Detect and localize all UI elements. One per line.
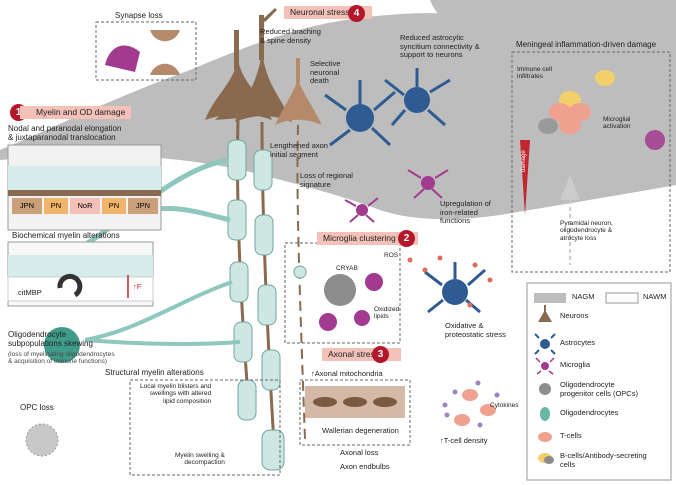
badge-4: 4 [348,5,365,22]
pyramidal-label: Pyramidal neuron, oligodendrocyte & atro… [560,220,613,242]
citmbp-label: citMBP [18,288,42,297]
axonal-loss-label: Axonal loss [340,448,379,457]
cytokines-label: Cytokines [490,402,519,409]
header-myelin-od: Myelin and OD damage [20,106,132,120]
segment-jpn-1: JPN [12,198,42,214]
immune-infiltrates-label: Immune cell infiltrates [517,66,553,81]
astrocyte-cell-1 [324,80,396,147]
wallerian-label: Wallerian degeneration [322,426,399,435]
endbulbs-label: Axon endbulbs [340,462,390,471]
opc-icon [539,383,551,395]
oligo-skew-note: (loss of myelinating oligodendrocytes & … [8,351,115,366]
astrocyte-cell-3 [424,262,486,314]
legend-oligodendrocytes: Oligodendrocytes [560,408,619,417]
ros-label: ROS [384,252,399,259]
segment-pn-2: PN [102,198,126,214]
header-myelin-od-label: Myelin and OD damage [36,107,126,117]
tcell-cluster [454,389,496,426]
legend-tcells: T-cells [560,431,582,440]
node-segment-bar: JPN PN NoR PN JPN [12,198,158,214]
oligodendrocyte-soma [44,327,80,363]
segment-jpn-2: JPN [128,198,158,214]
neuron-cell-3 [275,58,322,125]
header-microglia-clustering: Microglia clustering [317,232,418,246]
damage-label: damage [521,150,527,172]
header-axonal-stress: Axonal stress [322,348,402,362]
synapse-loss-title: Synapse loss [115,11,163,20]
neuron-icon [538,305,552,322]
legend-microglia: Microglia [560,360,591,369]
legend-neurons: Neurons [560,311,589,320]
bcell-icon [538,453,554,464]
meningeal-immune-cells [538,70,615,134]
microglia-cluster [293,265,383,331]
selective-death-label: Selective neuronal death [310,59,341,86]
meningeal-title: Meningeal inflammation-driven damage [516,40,657,49]
nagm-right [430,0,676,120]
cryab-label: CRYAB [336,265,358,272]
biochemical-label: Biochemical myelin alterations [12,231,120,240]
legend-astrocytes: Astrocytes [560,338,596,347]
reduced-branching-label: Reduced braching & spine density [260,27,321,45]
reduced-astro-label: Reduced astrocytic syncitium connectivit… [400,33,480,60]
loss-regional-label: Loss of regional signature [300,171,353,189]
swelling-label: Myelin swelling & decompaction [175,452,225,467]
iron-label: Upregulation of iron-related functions [440,199,491,226]
blisters-label: Local myelin blisters and swellings with… [140,383,212,405]
oxidized-lipids-label: Oxidized lipids [374,306,400,321]
badge-2: 2 [398,230,415,247]
badge-3: 3 [372,346,389,363]
neuron-cell-2 [235,8,292,122]
axonal-mito-label: ↑Axonal mitochondria [311,369,383,378]
opc-faded [25,423,59,457]
nodal-label: Nodal and paranodal elongation & juxtapa… [8,124,122,143]
tcell-density-label: ↑T-cell density [440,436,488,445]
oligodendrocyte-icon [540,407,550,421]
legend-nagm: NAGM [572,292,595,301]
legend-opcs: Oligodendrocyte progenitor cells (OPCs) [560,380,638,398]
header-axonal-stress-label: Axonal stress [328,349,380,359]
header-neuronal-stress-label: Neuronal stress [290,7,350,17]
tf-label: ↑F [133,282,142,291]
astrocyte-icon [534,333,556,355]
oligo-skew-title: Oligodendrocyte subpopulations skewing [8,330,93,349]
header-microglia-label: Microglia clustering [323,233,396,243]
lengthened-axon-label: Lengthened axon initial segment [270,141,328,159]
legend-nawm: NAWM [643,292,667,301]
microglia-icon [535,357,555,375]
structural-label: Structural myelin alterations [105,368,204,377]
microglia-cell-2 [344,197,379,223]
nagm-region [0,13,676,220]
tcell-icon [538,432,552,442]
microglial-activation-label: Microglial activation [603,116,631,131]
microglia-cell-1 [407,169,449,199]
segment-pn-1: PN [44,198,68,214]
legend-bcells: B-cells/Antibody-secreting cells [560,451,647,469]
astrocyte-cell-2 [384,68,451,127]
segment-nor: NoR [70,198,100,214]
oxidative-label: Oxidative & proteostatic stress [445,321,506,339]
opc-loss-label: OPC loss [20,403,54,412]
